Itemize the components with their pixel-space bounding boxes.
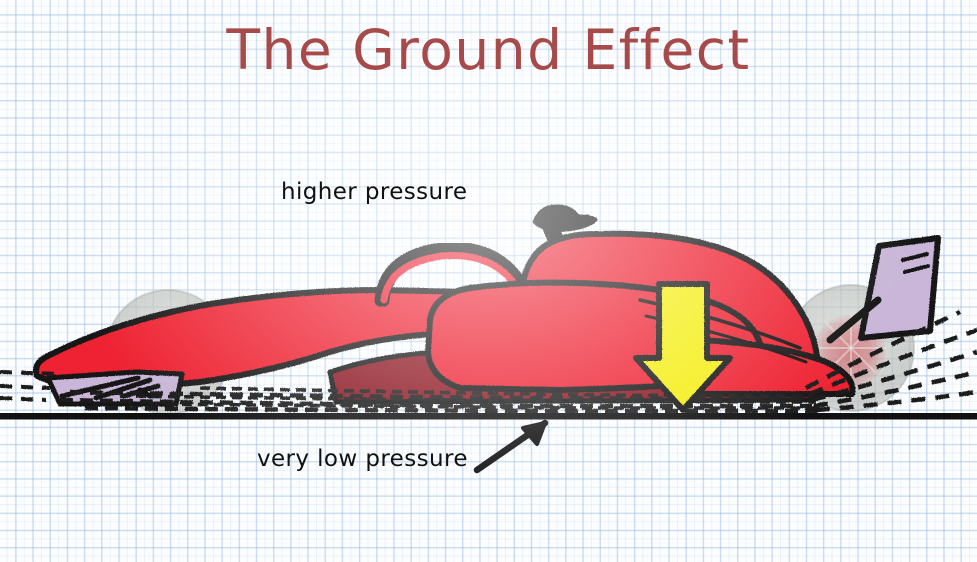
page-title: The Ground Effect <box>226 18 751 82</box>
low-pressure-pointer-arrow <box>473 419 549 474</box>
label-very-low-pressure: very low pressure <box>257 446 468 472</box>
ground-line <box>0 413 977 420</box>
rear-wing <box>858 235 941 341</box>
label-higher-pressure: higher pressure <box>281 179 468 205</box>
